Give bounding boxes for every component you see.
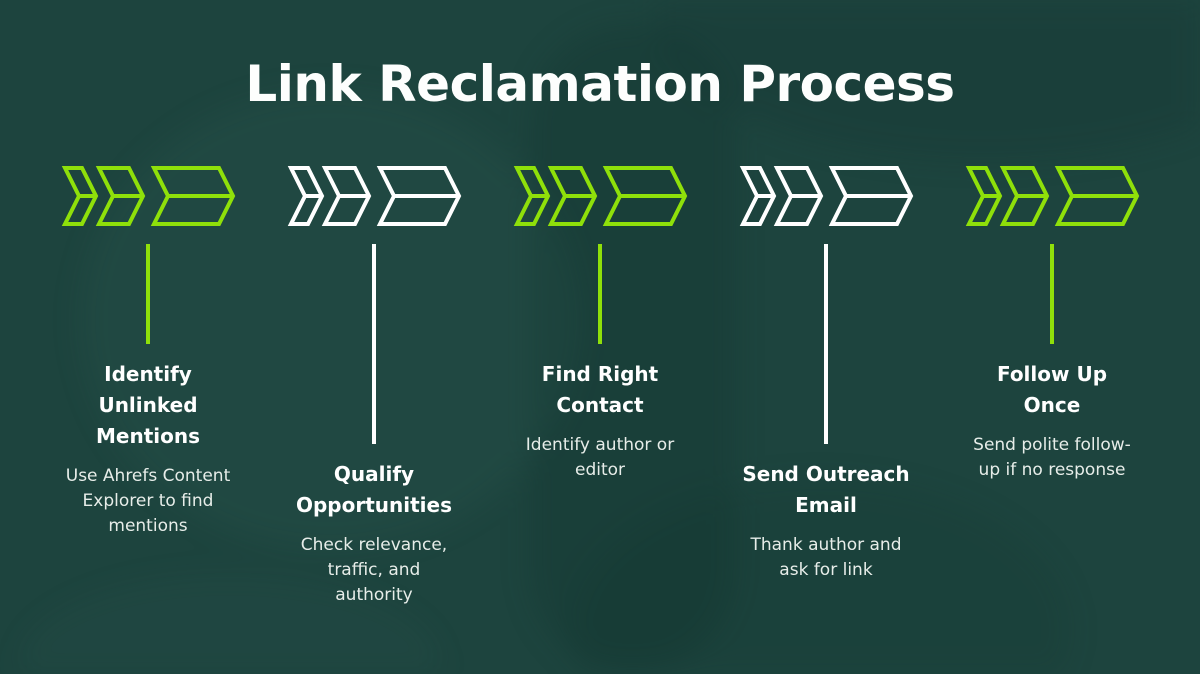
connector-line bbox=[146, 244, 150, 344]
process-step-3: Find Right Contact Identify author or ed… bbox=[487, 165, 713, 608]
connector-line bbox=[1050, 244, 1054, 344]
step-title: Qualify Opportunities bbox=[295, 462, 452, 517]
step-description: Thank author and ask for link bbox=[750, 535, 902, 580]
step-title: Follow Up Once bbox=[996, 362, 1108, 417]
step-description: Send polite follow- up if no response bbox=[973, 435, 1131, 480]
page-title: Link Reclamation Process bbox=[245, 55, 955, 113]
triple-chevron-icon bbox=[61, 166, 236, 226]
connector-line bbox=[598, 244, 602, 344]
process-step-4: Send Outreach Email Thank author and ask… bbox=[713, 165, 939, 608]
connector-line bbox=[372, 244, 376, 444]
process-steps-row: Identify Unlinked Mentions Use Ahrefs Co… bbox=[35, 165, 1165, 608]
step-description: Identify author or editor bbox=[525, 435, 675, 480]
process-step-5: Follow Up Once Send polite follow- up if… bbox=[939, 165, 1165, 608]
header: Link Reclamation Process bbox=[0, 0, 1200, 114]
triple-chevron-icon bbox=[287, 166, 462, 226]
triple-chevron-icon bbox=[513, 166, 688, 226]
step-title: Identify Unlinked Mentions bbox=[95, 362, 200, 448]
step-description: Check relevance, traffic, and authority bbox=[300, 535, 448, 605]
process-step-2: Qualify Opportunities Check relevance, t… bbox=[261, 165, 487, 608]
triple-chevron-icon bbox=[965, 166, 1140, 226]
step-description: Use Ahrefs Content Explorer to find ment… bbox=[65, 466, 231, 536]
step-title: Find Right Contact bbox=[541, 362, 659, 417]
process-step-1: Identify Unlinked Mentions Use Ahrefs Co… bbox=[35, 165, 261, 608]
connector-line bbox=[824, 244, 828, 444]
step-title: Send Outreach Email bbox=[742, 462, 910, 517]
triple-chevron-icon bbox=[739, 166, 914, 226]
